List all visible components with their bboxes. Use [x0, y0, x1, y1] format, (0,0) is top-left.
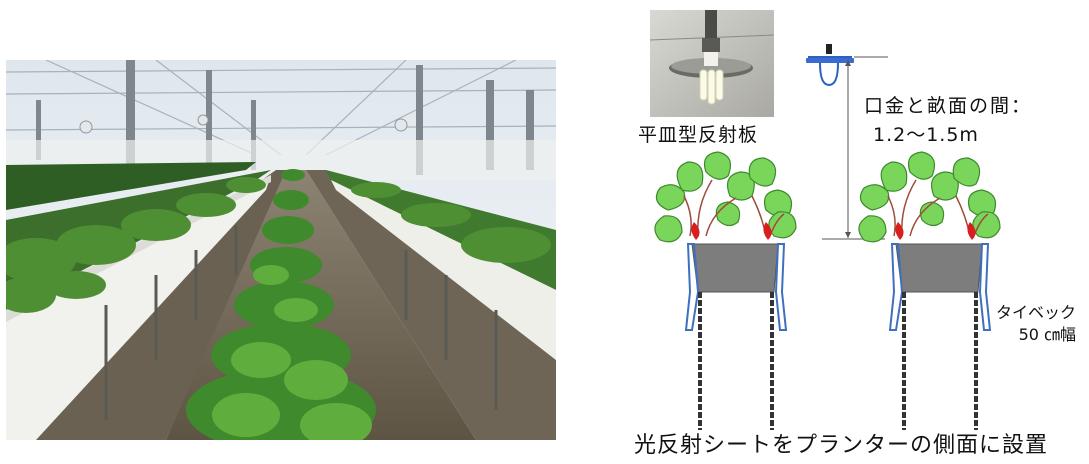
lamp-reflector-photo — [650, 10, 774, 117]
planter-diagram — [654, 44, 1001, 430]
flat-dish-reflector-lamp-icon — [650, 10, 774, 117]
gap-title-label: 口金と畝面の間： — [864, 95, 1033, 117]
greenhouse-photo — [6, 60, 556, 440]
sheet-width: 50 ㎝幅 — [1018, 325, 1077, 344]
lamp-fixture-icon — [806, 44, 888, 87]
sheet-label: タイベック 50 ㎝幅 — [996, 302, 1076, 346]
lamp-type-label: 平皿型反射板 — [638, 124, 759, 146]
greenhouse-photo-illustration — [6, 60, 556, 440]
planter-left — [654, 151, 797, 430]
sheet-name: タイベック — [996, 303, 1077, 322]
planter-right — [858, 151, 1001, 430]
gap-dimension-line — [822, 60, 885, 240]
figure-caption: 光反射シートをプランターの側面に設置 — [634, 433, 1049, 458]
gap-value-label: 1.2～1.5m — [873, 124, 979, 146]
